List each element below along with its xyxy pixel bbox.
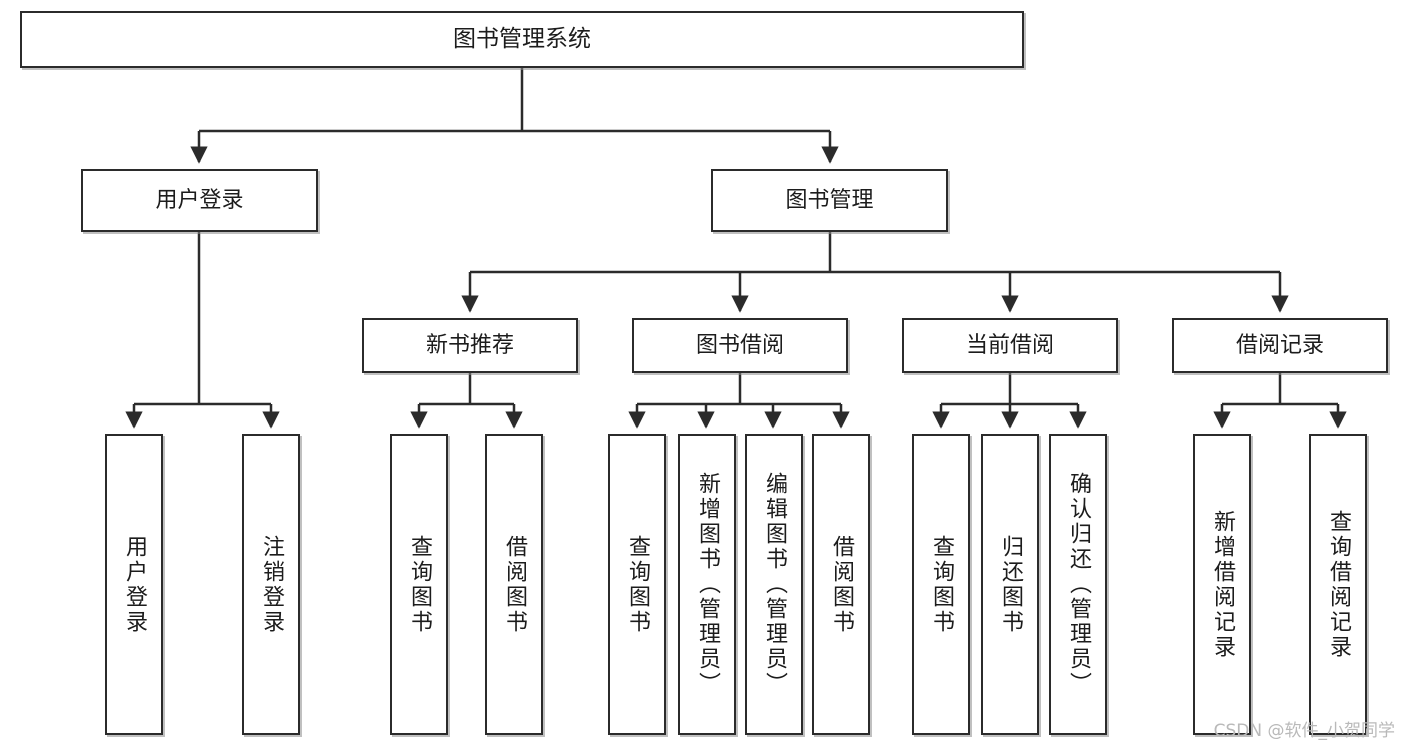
node-label: 图书管理 [785, 187, 874, 213]
node-leaf-confirm-return-admin[interactable]: 确认归还（管理员） [1049, 434, 1107, 735]
node-label: 确认归还（管理员） [1066, 472, 1091, 697]
node-label: 用户登录 [122, 534, 147, 635]
node-label: 注销登录 [259, 534, 284, 635]
node-label: 查询借阅记录 [1326, 509, 1351, 660]
node-book-borrow[interactable]: 图书借阅 [632, 318, 848, 373]
node-label: 新增图书（管理员） [695, 472, 720, 697]
node-label: 编辑图书（管理员） [762, 472, 787, 697]
node-leaf-borrow-book-bb[interactable]: 借阅图书 [812, 434, 870, 735]
node-leaf-logout[interactable]: 注销登录 [242, 434, 300, 735]
node-user-login[interactable]: 用户登录 [81, 169, 318, 232]
node-book-management[interactable]: 图书管理 [711, 169, 948, 232]
node-label: 当前借阅 [965, 332, 1054, 358]
node-leaf-return-book[interactable]: 归还图书 [981, 434, 1039, 735]
node-leaf-add-borrow-record[interactable]: 新增借阅记录 [1193, 434, 1251, 735]
node-leaf-query-borrow-record[interactable]: 查询借阅记录 [1309, 434, 1367, 735]
node-label: 图书借阅 [695, 332, 784, 358]
node-label: 借阅图书 [829, 534, 854, 635]
node-leaf-query-book-cb[interactable]: 查询图书 [912, 434, 970, 735]
node-leaf-user-login[interactable]: 用户登录 [105, 434, 163, 735]
node-root-system[interactable]: 图书管理系统 [20, 11, 1024, 68]
node-label: 借阅图书 [502, 534, 527, 635]
node-current-borrow[interactable]: 当前借阅 [902, 318, 1118, 373]
node-label: 归还图书 [998, 534, 1023, 635]
node-leaf-query-book-nb[interactable]: 查询图书 [390, 434, 448, 735]
node-leaf-edit-book-admin[interactable]: 编辑图书（管理员） [745, 434, 803, 735]
node-label: 查询图书 [929, 534, 954, 635]
node-label: 查询图书 [407, 534, 432, 635]
node-label: 查询图书 [625, 534, 650, 635]
node-leaf-add-book-admin[interactable]: 新增图书（管理员） [678, 434, 736, 735]
node-label: 借阅记录 [1235, 332, 1324, 358]
watermark-text: CSDN @软件_小贺同学 [1213, 721, 1395, 741]
node-new-book-recommend[interactable]: 新书推荐 [362, 318, 578, 373]
node-label: 新增借阅记录 [1210, 509, 1235, 660]
node-label: 图书管理系统 [453, 25, 591, 52]
node-label: 用户登录 [155, 187, 244, 213]
node-leaf-borrow-book-nb[interactable]: 借阅图书 [485, 434, 543, 735]
node-label: 新书推荐 [425, 332, 514, 358]
node-borrow-record[interactable]: 借阅记录 [1172, 318, 1388, 373]
node-leaf-query-book-bb[interactable]: 查询图书 [608, 434, 666, 735]
